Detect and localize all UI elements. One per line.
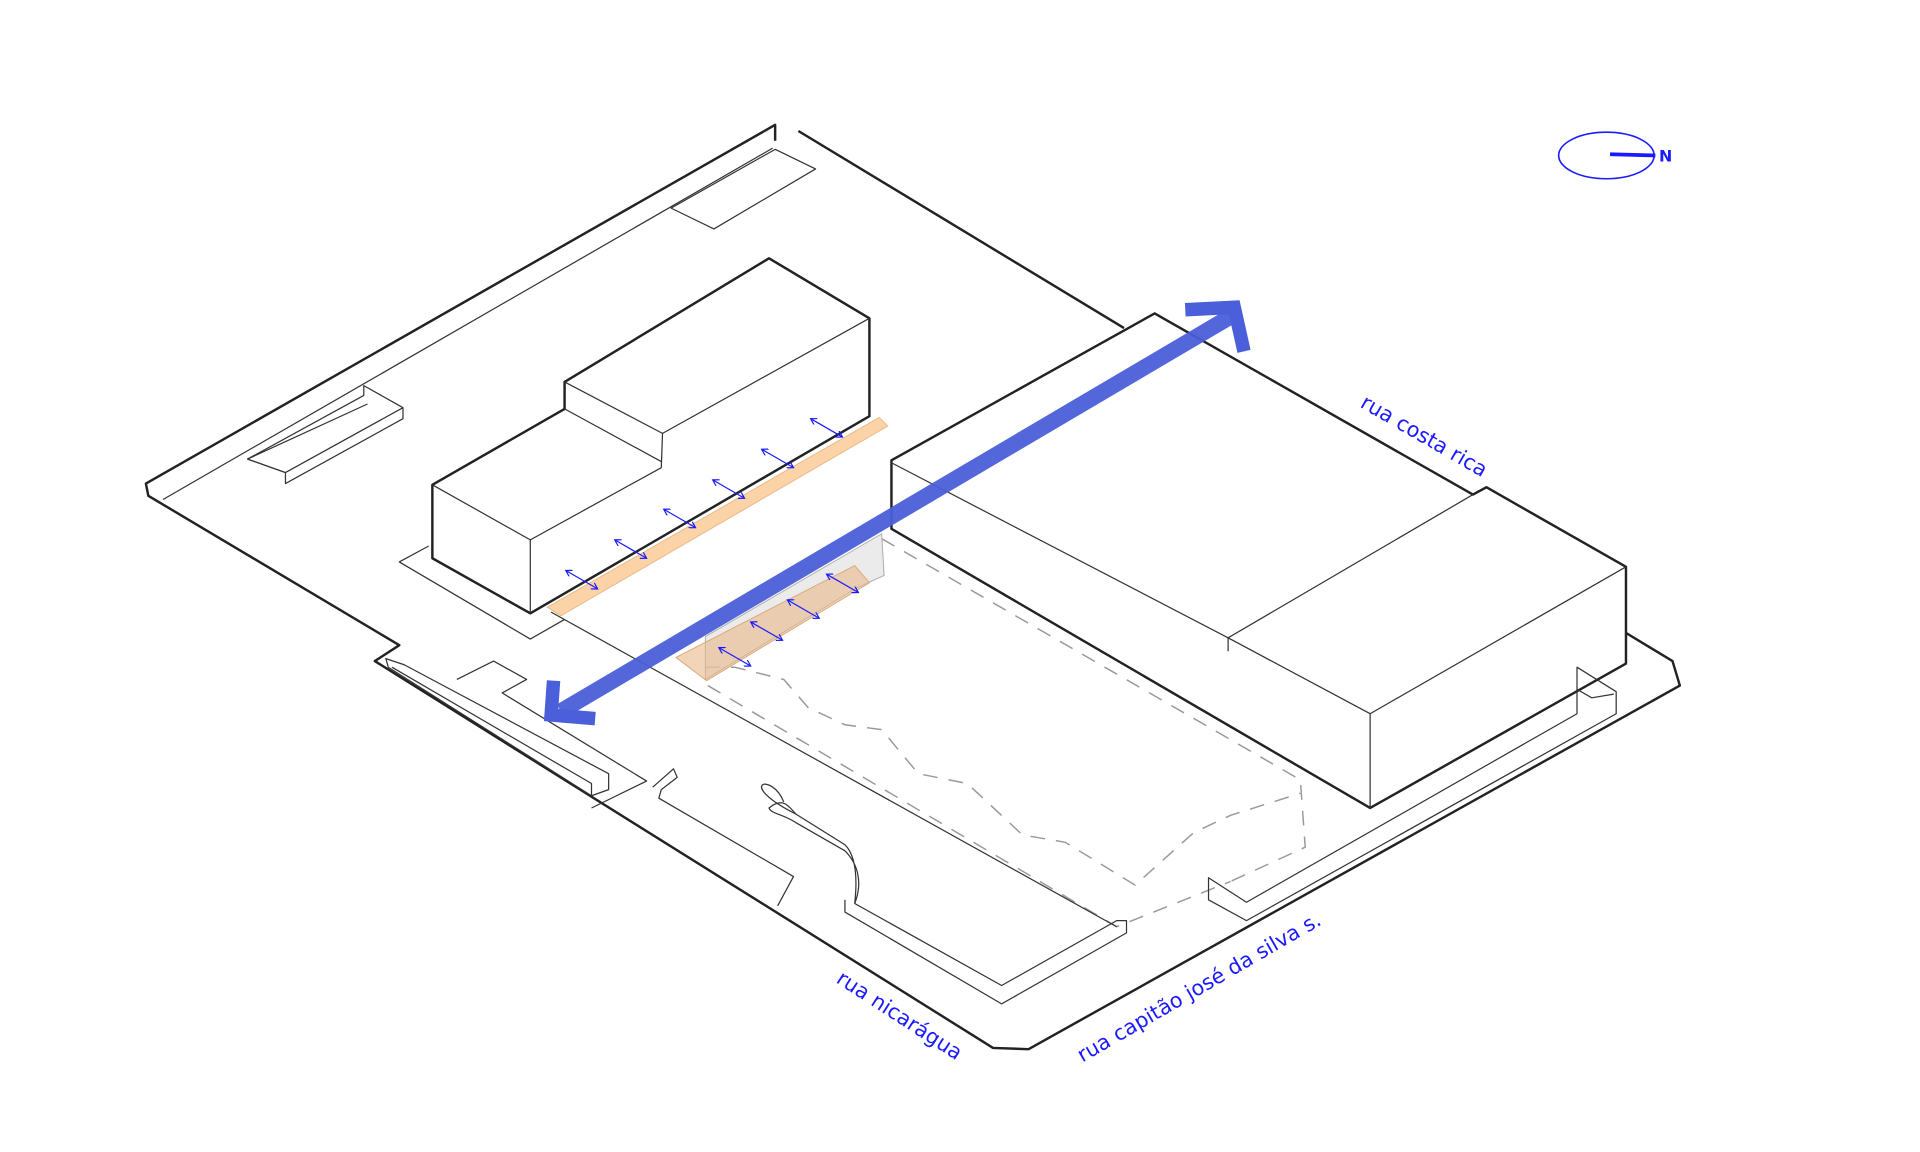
lot-boundary <box>144 123 1682 1051</box>
landscape-elements <box>385 611 1128 1005</box>
left-building <box>431 257 871 615</box>
right-building <box>890 312 1628 810</box>
compass-label: N <box>1659 147 1672 166</box>
north-compass: N <box>1557 131 1672 180</box>
podium-outline <box>398 545 565 640</box>
street-label-southeast: rua capitão josé da silva s. <box>1073 908 1325 1067</box>
pedestrian-flow-arrow <box>543 300 1251 726</box>
active-frontage-strip <box>546 416 889 617</box>
ramp <box>246 385 404 485</box>
street-label-southwest: rua nicarágua <box>832 966 966 1065</box>
east-wall <box>1207 666 1617 922</box>
frontage-double-arrows <box>566 419 859 666</box>
